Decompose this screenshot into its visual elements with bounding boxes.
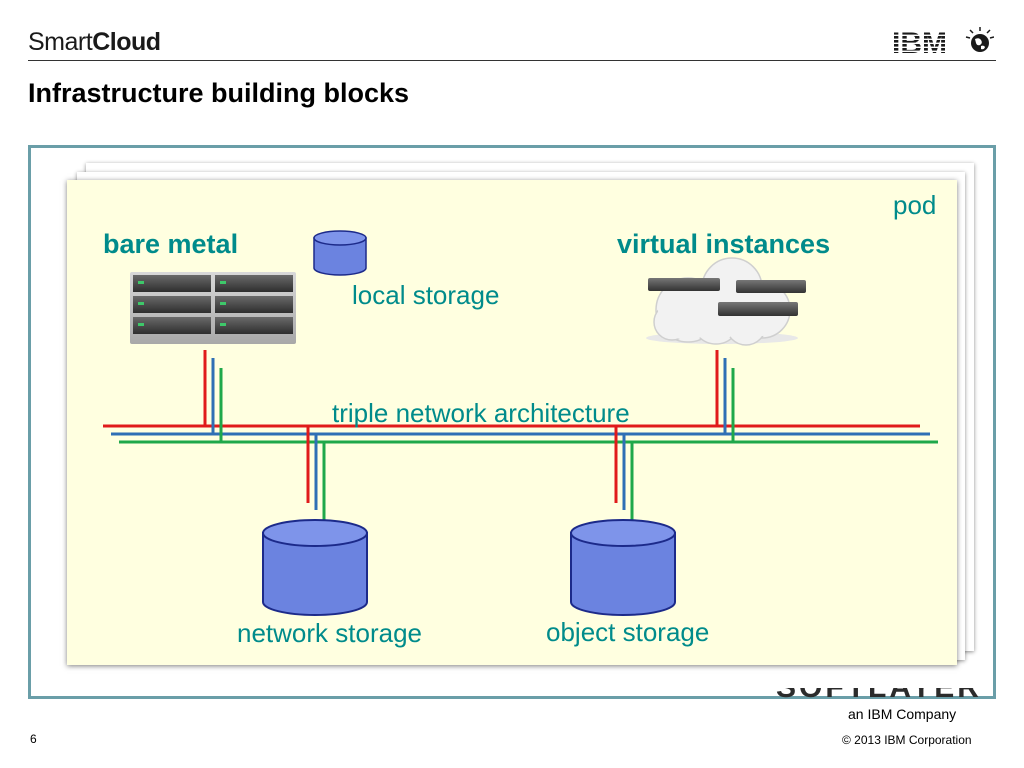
network-storage-label: network storage [237,618,422,648]
ibm-logo: IBM [892,27,994,58]
slide-title: Infrastructure building blocks [28,78,410,108]
softlayer-logo: SOFTLAYER [776,688,982,702]
header-divider [28,60,996,61]
smartcloud-logo-light: Smart [28,28,93,56]
ibm-logo-text: IBM [892,27,947,58]
object-storage-icon [570,519,676,616]
pod-card [67,180,957,665]
smartcloud-logo: SmartCloud [28,28,161,57]
page-number: 6 [30,732,37,746]
copyright-text: © 2013 IBM Corporation [842,733,972,747]
object-storage-label: object storage [546,617,710,647]
bare-metal-servers-icon [130,272,296,344]
bare-metal-label: bare metal [103,229,239,259]
pod-label: pod [893,190,937,220]
virtual-instances-cloud-icon [646,257,806,346]
network-architecture-label: triple network architecture [332,398,630,428]
local-storage-icon [313,230,367,276]
network-lines [103,350,938,520]
local-storage-label: local storage [352,280,500,310]
virtual-instances-label: virtual instances [617,229,831,259]
network-storage-icon [262,519,368,616]
globe-icon [965,27,994,52]
ibm-company-text: an IBM Company [848,706,957,722]
smartcloud-logo-bold: Cloud [92,28,161,56]
